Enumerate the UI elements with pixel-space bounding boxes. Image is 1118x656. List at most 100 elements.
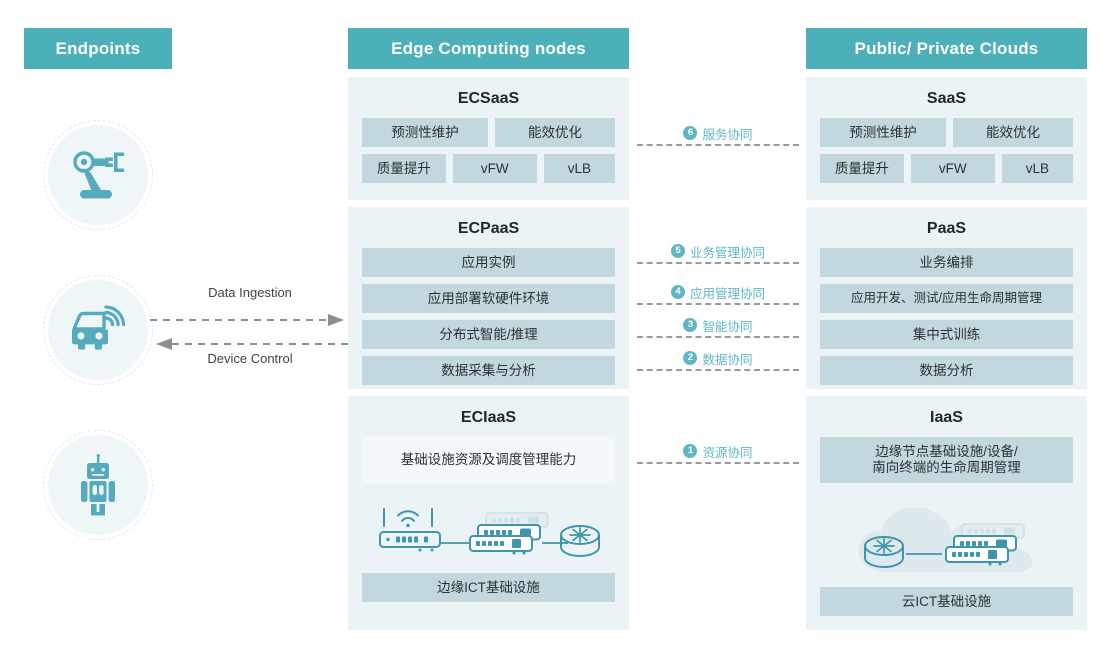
coordination-text-6: 服务协同 [702,127,753,142]
coordination-resource: 1 资源协同 [637,441,799,475]
chip-row: 集中式训练 [820,320,1073,349]
chip-saas-quality[interactable]: 质量提升 [820,154,904,183]
panel-ecsaas-title: ECSaaS [457,90,520,107]
chip-saas-predictive[interactable]: 预测性维护 [820,118,946,147]
chip-row: 数据分析 [820,356,1073,385]
coordination-dashed-line [637,369,799,371]
chip-iaas-footer[interactable]: 云ICT基础设施 [820,587,1073,616]
chip-ecpaas-data-collection[interactable]: 数据采集与分析 [362,356,615,385]
chip-saas-vfw[interactable]: vFW [910,154,995,183]
connected-vehicle-icon [43,275,153,385]
coordination-dashed-line [637,462,799,464]
coordination-business-management: 5 业务管理协同 [637,241,799,275]
coordination-resource-label: 1 资源协同 [637,441,799,461]
coordination-service: 6 服务协同 [637,123,799,157]
chip-ecpaas-app-instance[interactable]: 应用实例 [362,248,615,277]
chip-eciaas-capability[interactable]: 基础设施资源及调度管理能力 [362,437,615,483]
chip-ecsaas-vfw[interactable]: vFW [452,154,537,183]
panel-saas-chips: 预测性维护 能效优化 质量提升 vFW vLB [806,118,1087,195]
panel-paas-chips: 业务编排 应用开发、测试/应用生命周期管理 集中式训练 数据分析 [806,248,1087,397]
panel-iaas-chips: 边缘节点基础设施/设备/ 南向终端的生命周期管理 [806,437,1087,495]
flow-label-data-ingestion: Data Ingestion [208,285,292,300]
cloud-with-devices-icon [857,507,1032,573]
chip-ecpaas-deploy-env[interactable]: 应用部署软硬件环境 [362,284,615,313]
chip-ecsaas-quality[interactable]: 质量提升 [362,154,446,183]
coordination-dashed-line [637,262,799,264]
endpoint-disc [48,125,148,225]
chip-row: 应用开发、测试/应用生命周期管理 [820,284,1073,313]
coordination-dashed-line [637,336,799,338]
endpoint-edge-flows: Data Ingestion Device Control [150,285,350,380]
column-header-cloud: Public/ Private Clouds [806,28,1087,69]
panel-iaas-footer: 云ICT基础设施 [806,587,1087,628]
chip-ecpaas-distributed-ai[interactable]: 分布式智能/推理 [362,320,615,349]
panel-ecsaas: ECSaaS 预测性维护 能效优化 质量提升 vFW vLB [348,77,629,200]
chip-row: 云ICT基础设施 [820,587,1073,616]
chip-saas-energy[interactable]: 能效优化 [953,118,1073,147]
chip-row: 分布式智能/推理 [362,320,615,349]
coordination-badge-1: 1 [683,444,698,458]
edge-infrastructure-art [348,495,629,573]
chip-row: 业务编排 [820,248,1073,277]
endpoint-connected-vehicle [43,275,153,385]
network-devices-icon [378,508,600,557]
coordination-data-label: 2 数据协同 [637,348,799,368]
flow-arrows [150,314,350,350]
panel-paas-title: PaaS [926,220,967,237]
coordination-intelligence-label: 3 智能协同 [637,315,799,335]
column-header-endpoints-label: Endpoints [55,38,141,58]
chip-row: 应用部署软硬件环境 [362,284,615,313]
chip-row: 应用实例 [362,248,615,277]
panel-iaas-title: IaaS [930,409,963,426]
coordination-badge-5: 5 [670,244,685,258]
chip-row: 预测性维护 能效优化 [362,118,615,147]
chip-row: 边缘节点基础设施/设备/ 南向终端的生命周期管理 [820,437,1073,483]
chip-row: 边缘ICT基础设施 [362,573,615,602]
chip-eciaas-footer[interactable]: 边缘ICT基础设施 [362,573,615,602]
coordination-badge-6: 6 [683,126,698,140]
coordination-dashed-line [637,303,799,305]
chip-ecsaas-energy[interactable]: 能效优化 [495,118,615,147]
panel-ecpaas-chips: 应用实例 应用部署软硬件环境 分布式智能/推理 数据采集与分析 [348,248,629,397]
coordination-application-management: 4 应用管理协同 [637,282,799,316]
column-header-cloud-label: Public/ Private Clouds [854,38,1039,58]
flow-label-device-control: Device Control [207,351,293,366]
coordination-intelligence: 3 智能协同 [637,315,799,349]
chip-ecsaas-predictive[interactable]: 预测性维护 [362,118,488,147]
coordination-dashed-line [637,144,799,146]
coordination-business-management-label: 5 业务管理协同 [637,241,799,261]
chip-paas-centralized-training[interactable]: 集中式训练 [820,320,1073,349]
chip-paas-lifecycle[interactable]: 应用开发、测试/应用生命周期管理 [820,284,1073,313]
robot-icon [43,430,153,540]
panel-ecpaas: ECPaaS 应用实例 应用部署软硬件环境 分布式智能/推理 数据采集与分析 [348,207,629,389]
coordination-badge-4: 4 [670,285,685,299]
chip-row: 数据采集与分析 [362,356,615,385]
chip-paas-orchestration[interactable]: 业务编排 [820,248,1073,277]
coordination-badge-3: 3 [683,318,698,332]
coordination-text-5: 业务管理协同 [689,245,765,260]
chip-iaas-capability[interactable]: 边缘节点基础设施/设备/ 南向终端的生命周期管理 [820,437,1073,483]
coordination-text-2: 数据协同 [702,352,753,367]
panel-eciaas-footer: 边缘ICT基础设施 [348,573,629,614]
chip-row: 质量提升 vFW vLB [820,154,1073,183]
endpoint-dashed-ring [43,275,153,385]
panel-ecsaas-chips: 预测性维护 能效优化 质量提升 vFW vLB [348,118,629,195]
endpoint-dashed-ring [43,120,153,230]
coordination-badge-2: 2 [683,351,698,365]
coordination-text-3: 智能协同 [702,319,753,334]
cloud-infrastructure-art [806,495,1087,587]
chip-row: 预测性维护 能效优化 [820,118,1073,147]
panel-saas-title: SaaS [926,90,967,107]
chip-paas-data-analytics[interactable]: 数据分析 [820,356,1073,385]
endpoint-dashed-ring [43,430,153,540]
column-header-edge: Edge Computing nodes [348,28,629,69]
coordination-service-label: 6 服务协同 [637,123,799,143]
column-header-edge-label: Edge Computing nodes [391,38,586,58]
endpoint-robotic-arm [43,120,153,230]
coordination-application-management-label: 4 应用管理协同 [637,282,799,302]
chip-ecsaas-vlb[interactable]: vLB [543,154,615,183]
panel-eciaas-title: ECIaaS [460,409,517,426]
chip-saas-vlb[interactable]: vLB [1001,154,1073,183]
chip-row: 质量提升 vFW vLB [362,154,615,183]
